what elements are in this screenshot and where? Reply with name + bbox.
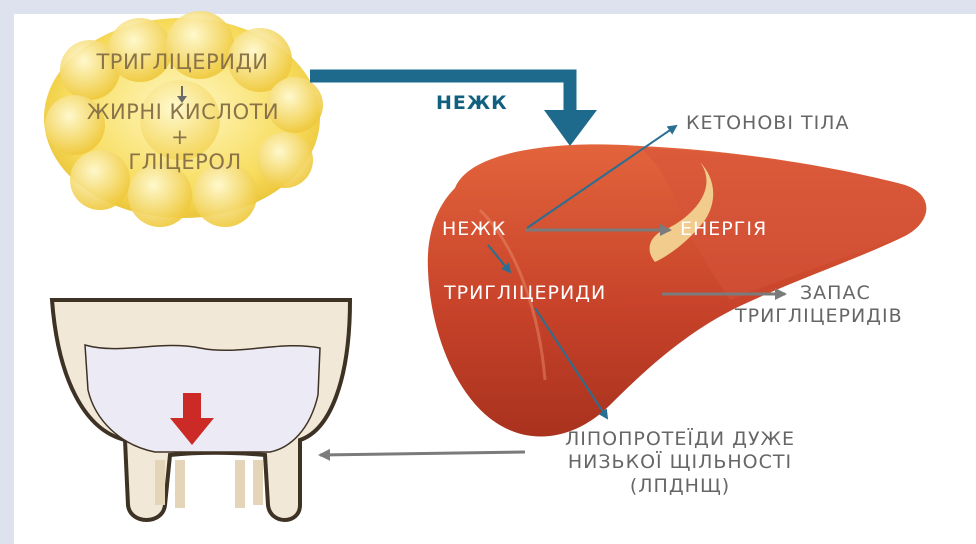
vldl-label-line2: НИЗЬКОЇ ЩІЛЬНОСТІ xyxy=(530,451,830,473)
arrow-to-udder xyxy=(320,452,525,455)
liver-triglycerides-label: ТРИГЛІЦЕРИДИ xyxy=(444,282,606,304)
udder-illustration xyxy=(52,300,350,520)
vldl-label-line3: (ЛПДНЩ) xyxy=(530,475,830,497)
fat-glycerol-label: ГЛІЦЕРОЛ xyxy=(95,150,275,174)
ketone-bodies-label: КЕТОНОВІ ТІЛА xyxy=(686,112,849,134)
fat-triglycerides-label: ТРИГЛІЦЕРИДИ xyxy=(65,50,300,74)
liver-energy-label: ЕНЕРГІЯ xyxy=(680,218,767,240)
fat-plus-label: + xyxy=(160,125,200,149)
fat-fatty-acids-label: ЖИРНІ КИСЛОТИ xyxy=(58,100,308,124)
storage-label-line2: ТРИГЛІЦЕРИДІВ xyxy=(735,305,903,327)
nefa-flow-arrowhead xyxy=(544,110,597,146)
liver-nefa-label: НЕЖК xyxy=(442,218,506,240)
nefa-flow-label: НЕЖК xyxy=(436,92,508,114)
storage-label-line1: ЗАПАС xyxy=(800,282,871,304)
vldl-label-line1: ЛІПОПРОТЕЇДИ ДУЖЕ xyxy=(530,428,830,450)
